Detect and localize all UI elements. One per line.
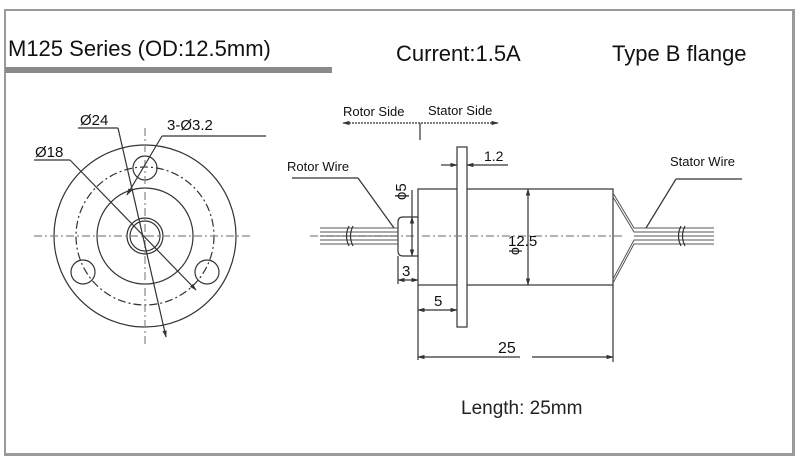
front-view — [34, 127, 266, 345]
flange-type: Type B flange — [612, 41, 747, 66]
mounting-hole-right — [194, 259, 220, 285]
bolt-circle-label: Ø18 — [35, 144, 63, 161]
flange-offset-label: 5 — [434, 293, 442, 310]
stator-wire-label: Stator Wire — [670, 154, 735, 169]
body-diameter-symbol: ϕ — [506, 247, 522, 255]
rotor-wire-label: Rotor Wire — [287, 159, 349, 174]
flange — [456, 146, 468, 328]
drawing-frame — [4, 9, 795, 456]
flange-thickness-label: 1.2 — [484, 148, 504, 164]
length-caption: Length: 25mm — [461, 398, 583, 419]
series-title: M125 Series (OD:12.5mm) — [8, 36, 271, 61]
side-view — [292, 120, 742, 362]
body-diameter-label: 12.5 — [508, 233, 537, 250]
rotor-side-label: Rotor Side — [343, 104, 404, 119]
title-underline — [5, 67, 332, 73]
current-rating: Current:1.5A — [396, 41, 521, 66]
total-length-label: 25 — [498, 340, 516, 357]
slip-ring-body — [417, 188, 614, 286]
mounting-hole-left — [70, 259, 96, 285]
shaft-length-label: 3 — [402, 263, 410, 280]
shaft-diameter-label: ϕ5 — [393, 183, 410, 200]
stator-side-label: Stator Side — [428, 103, 492, 118]
mounting-holes-label: 3-Ø3.2 — [167, 117, 213, 134]
flange-diameter-label: Ø24 — [80, 112, 108, 129]
